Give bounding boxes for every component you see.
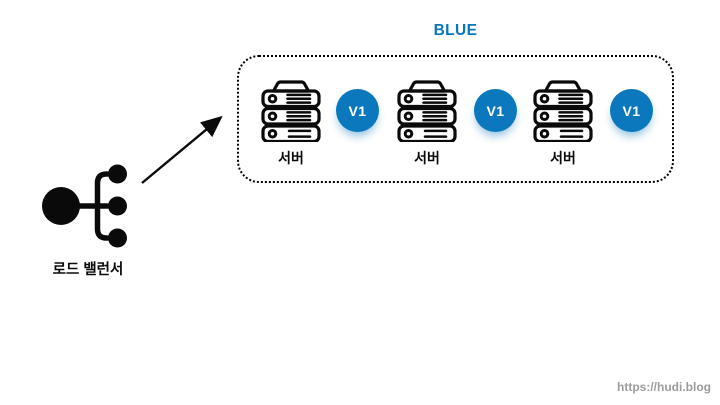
blue-group-title: BLUE	[433, 22, 478, 39]
blue-group-box	[237, 55, 674, 183]
server-label: 서버	[414, 150, 440, 166]
server-stack-icon	[531, 78, 595, 142]
watermark-url: https://hudi.blog	[617, 380, 711, 394]
load-balancer-icon	[42, 164, 127, 248]
server-stack-icon	[259, 78, 323, 142]
load-balancer-label: 로드 밸런서	[52, 262, 124, 278]
version-badge-v1: V1	[610, 89, 653, 132]
server-label: 서버	[550, 150, 576, 166]
arrow-lb-to-blue-icon	[141, 115, 223, 184]
server-stack-icon	[395, 78, 459, 142]
server-label: 서버	[278, 150, 304, 166]
version-badge-v1: V1	[336, 89, 379, 132]
version-badge-v1: V1	[474, 89, 517, 132]
